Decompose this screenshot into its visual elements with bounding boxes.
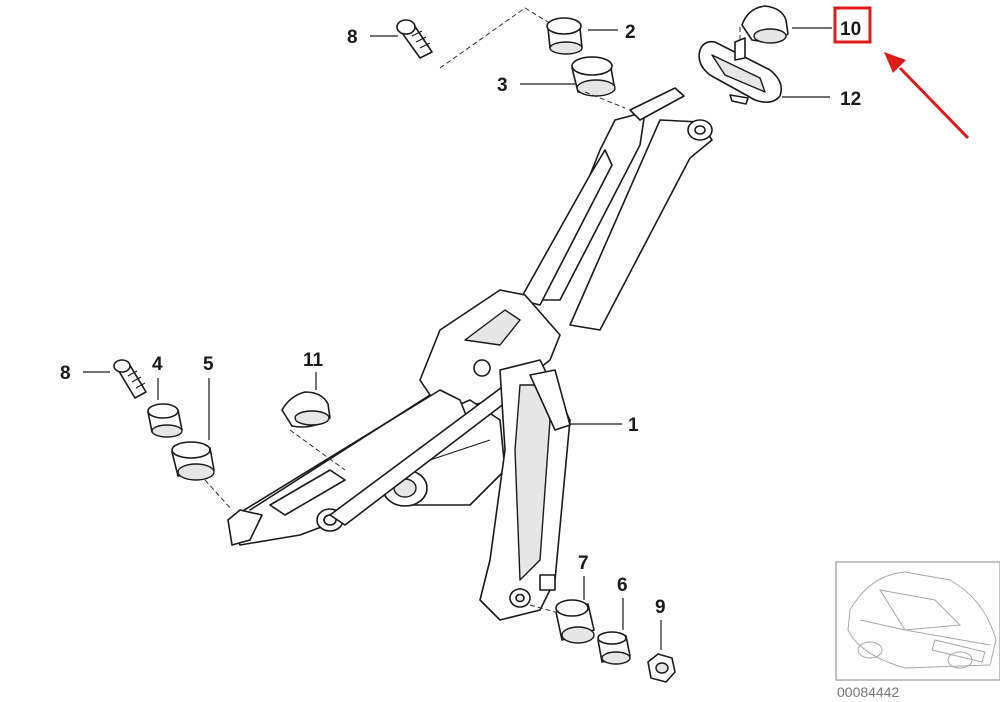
callout-6: 6: [617, 575, 628, 596]
car-thumbnail: 00084442: [835, 561, 1000, 700]
nut-9: [647, 653, 676, 683]
callout-1: 1: [628, 415, 639, 436]
bushing-2: [546, 17, 583, 55]
callouts: 8 2 3 10 12 8 4 5 11 1 7 6 9: [60, 19, 861, 618]
callout-8-top: 8: [347, 27, 358, 48]
callout-12: 12: [840, 89, 861, 110]
cap-11: [281, 391, 346, 471]
grommet-7: [529, 599, 595, 644]
assembly-line-top: [439, 7, 626, 109]
callout-9: 9: [655, 597, 666, 618]
callout-5: 5: [203, 354, 214, 375]
cap-10: [741, 5, 789, 44]
callout-7: 7: [578, 553, 589, 574]
bolt-top: [396, 19, 433, 59]
highlight-box: [833, 6, 872, 44]
leader-lines: [83, 27, 832, 650]
red-arrow-icon: [884, 52, 970, 140]
callout-8-left: 8: [60, 363, 71, 384]
callout-11: 11: [303, 350, 324, 371]
bushing-6: [597, 631, 631, 665]
wiper-linkage-frame: [227, 87, 713, 621]
callout-10: 10: [840, 19, 861, 40]
grommet-5: [171, 441, 233, 511]
bushing-4: [147, 403, 183, 438]
callout-4: 4: [152, 354, 163, 375]
bolt-left: [113, 359, 147, 399]
diagram-id: 00084442: [837, 684, 900, 700]
callout-3: 3: [497, 75, 508, 96]
callout-2: 2: [625, 22, 636, 43]
grommet-3: [571, 56, 616, 97]
seal-plate-12: [698, 37, 783, 105]
